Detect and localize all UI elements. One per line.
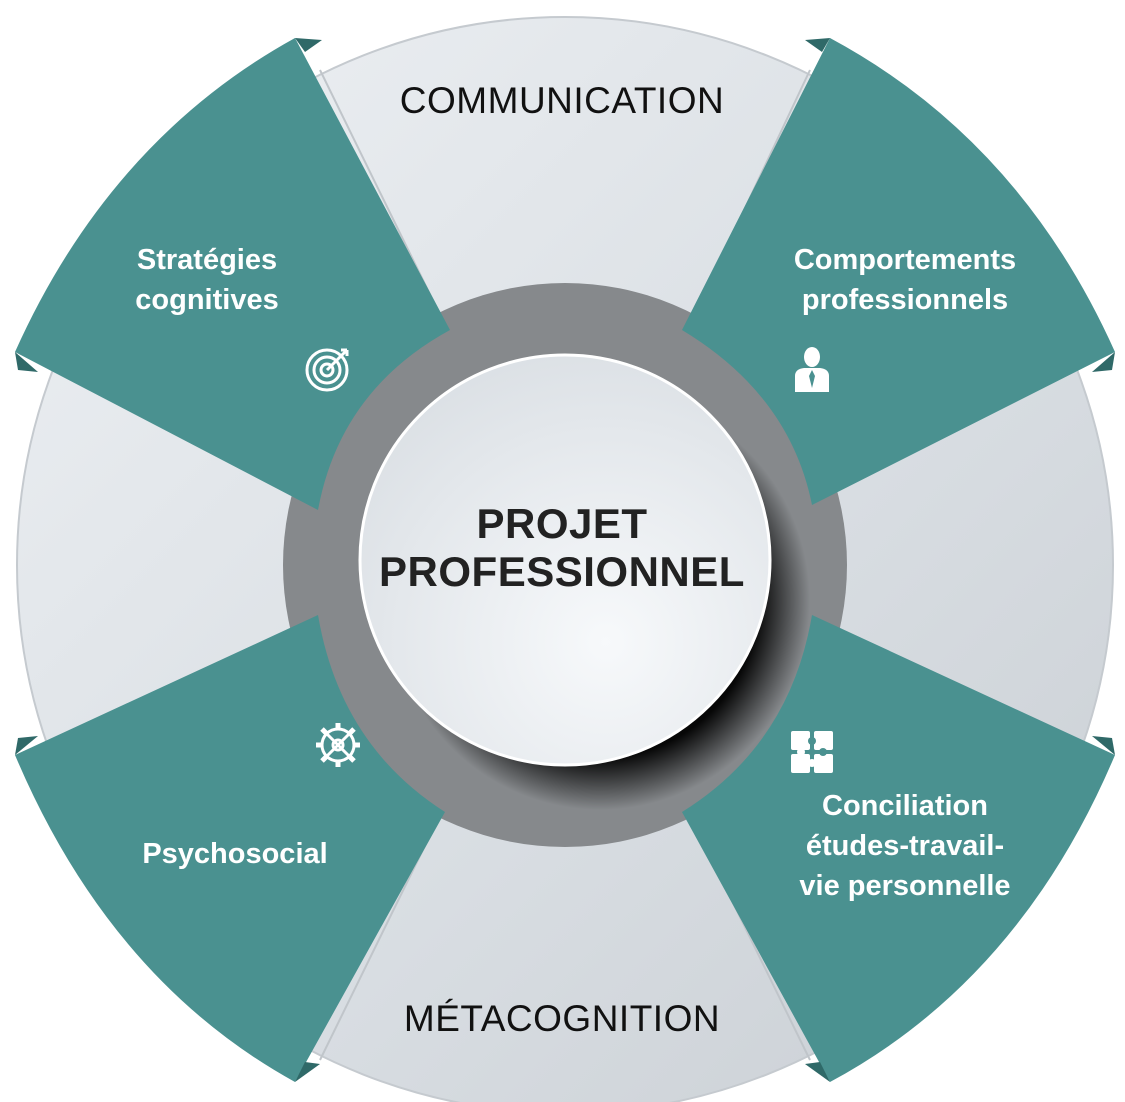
segment-label-metacognition: MÉTACOGNITION [403,998,721,1039]
center-circle [358,353,772,767]
label-line: Stratégies [136,244,278,276]
label-line: Comportements [793,244,1017,276]
center-title-line2: PROFESSIONNEL [379,548,745,595]
gear-icon [316,723,360,767]
teal-segment-bottom-right [682,615,1115,1082]
businessman-icon [795,347,829,392]
teal-segment-top-right [682,38,1115,505]
label-line: cognitives [135,284,279,316]
puzzle-icon [791,731,833,773]
segment-label-communication: COMMUNICATION [399,80,725,121]
label-line: études-travail- [805,830,1005,862]
segment-label-comportements-professionnels: Comportements professionnels [755,240,1055,320]
segment-label-conciliation: Conciliation études-travail- vie personn… [770,786,1040,906]
label-line: Psychosocial [142,838,328,870]
label-line: professionnels [801,284,1009,316]
segment-label-psychosocial: Psychosocial [110,834,360,874]
label-line: vie personnelle [799,870,1011,902]
target-icon [305,348,349,392]
segment-label-strategies-cognitives: Stratégies cognitives [82,240,332,320]
teal-segment-top-left [15,38,450,510]
label-line: Conciliation [822,790,988,822]
center-title-line1: PROJET [476,500,648,547]
teal-segment-bottom-left [15,615,445,1082]
center-title: PROJET PROFESSIONNEL [362,500,762,596]
teal-segment-edges [15,38,1115,1082]
